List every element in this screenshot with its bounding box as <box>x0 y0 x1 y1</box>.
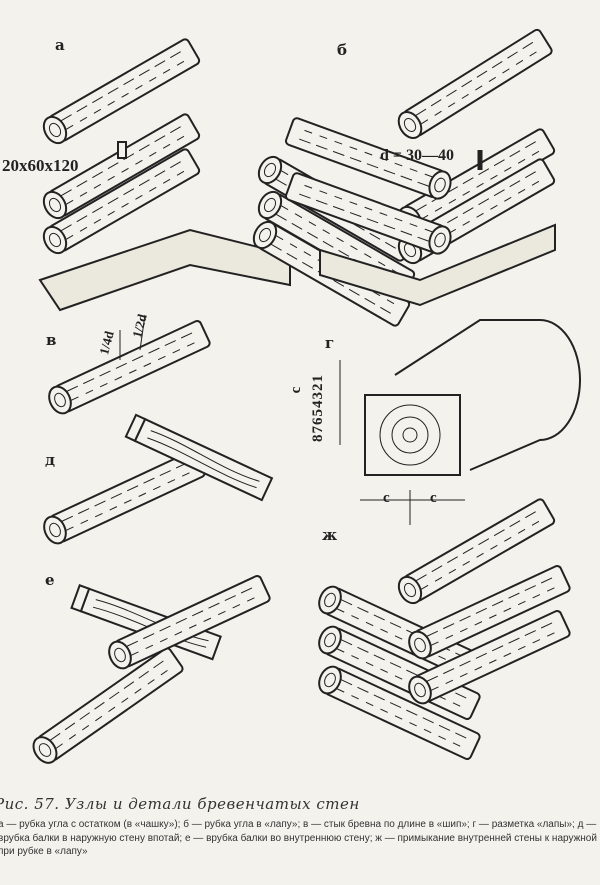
figure-zh-inner-wall-junction <box>314 496 572 762</box>
label-v: в <box>46 331 57 349</box>
figure-a-cup-corner <box>38 36 417 329</box>
dim-c-vertical: c <box>288 386 304 394</box>
label-zh: ж <box>322 526 338 544</box>
dim-c-left: c <box>383 490 390 506</box>
marking-numbers: 87654321 <box>310 374 326 442</box>
figure-b-paw-corner <box>283 27 557 307</box>
label-g: г <box>325 334 335 352</box>
log-joints-illustration <box>27 27 581 769</box>
figure-e-beam-inner-wall <box>27 573 272 769</box>
dim-c-right: c <box>430 490 437 506</box>
dowel-size: 20x60x120 <box>2 156 79 175</box>
figure-caption-title: Рис. 57. Узлы и детали бревенчатых стен <box>0 795 360 813</box>
label-a: а <box>55 36 65 54</box>
label-e: е <box>45 571 55 589</box>
label-d: д <box>45 451 55 469</box>
pin-diameter: d = 30—40 <box>380 147 455 164</box>
figure-d-beam-outer-wall <box>39 413 273 548</box>
figure-caption-body: а — рубка угла с остатком (в «чашку»); б… <box>0 819 597 857</box>
figure-v-tenon-splice <box>44 314 212 418</box>
figure-g-paw-marking <box>339 319 581 525</box>
label-b: б <box>337 41 348 59</box>
